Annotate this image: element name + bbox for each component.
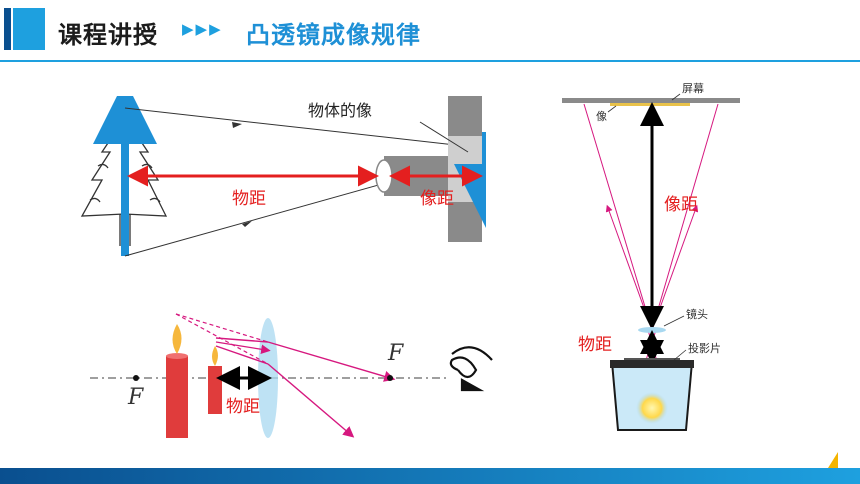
triple-arrow-icon: ▶▶▶ [182, 20, 223, 38]
object-distance-label: 物距 [226, 397, 260, 417]
eye-icon [449, 346, 493, 392]
light-bulb-icon [636, 392, 668, 424]
figure-projector: 屏幕 像 像距 镜头 物距 投影片 [556, 68, 746, 436]
focal-label-right: F [387, 341, 404, 366]
page-title: 凸透镜成像规律 [246, 21, 421, 49]
page-corner-icon [828, 452, 838, 468]
image-distance-label: 像距 [664, 195, 698, 215]
lens-icon [375, 159, 393, 193]
image-distance-label: 像距 [420, 189, 454, 209]
header-divider [0, 60, 860, 62]
projector-lens [638, 327, 666, 333]
image-label: 物体的像 [308, 101, 372, 120]
virtual-image-candle [166, 324, 188, 438]
header-accent-light [13, 8, 45, 50]
footer-bar [0, 468, 860, 484]
lens-label: 镜头 [686, 307, 708, 321]
figure-camera: 物体的像 物距 像距 [72, 96, 486, 264]
slide-label: 投影片 [688, 341, 721, 355]
screen [562, 98, 740, 103]
section-title: 课程讲授 [58, 21, 158, 49]
header-accent-dark [4, 8, 11, 50]
focal-point-right [387, 375, 393, 381]
object-distance-label: 物距 [578, 335, 612, 355]
focal-label-left: F [127, 385, 144, 410]
object-distance-label: 物距 [232, 189, 266, 209]
projector-box [610, 360, 694, 431]
screen-label: 屏幕 [682, 81, 704, 95]
image-label: 像 [596, 110, 607, 123]
projected-image [610, 103, 690, 106]
focal-point-left [133, 375, 139, 381]
header: 课程讲授 ▶▶▶ 凸透镜成像规律 [0, 0, 860, 62]
figure-magnifier: F F 物距 [90, 294, 506, 444]
